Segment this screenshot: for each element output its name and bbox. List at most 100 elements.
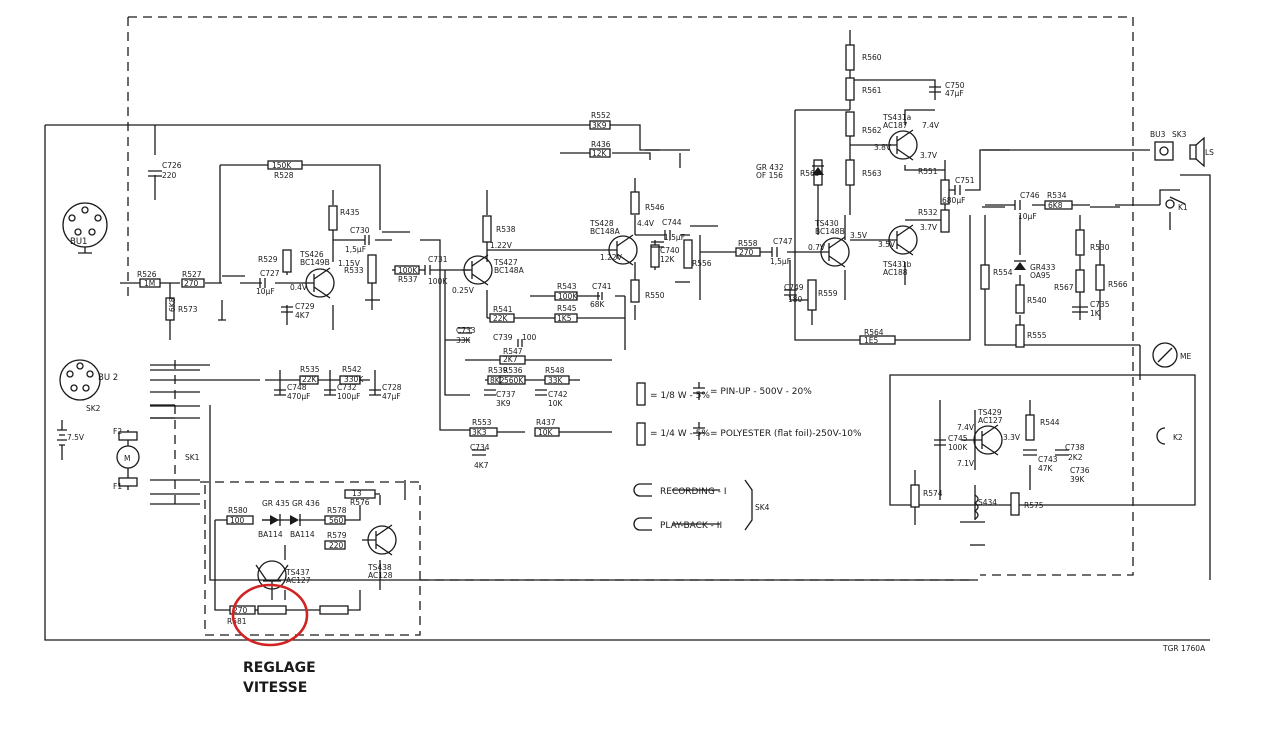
sk4-legend-symbols bbox=[633, 479, 753, 531]
c738-value: 2K2 bbox=[1068, 453, 1083, 462]
c726-label: C726 bbox=[162, 161, 182, 170]
r531-label: R435 bbox=[340, 208, 360, 217]
r549-value: 12K bbox=[592, 149, 608, 158]
r532-label: R542 bbox=[342, 365, 362, 374]
resistor-bodies bbox=[139, 120, 1073, 615]
legend-res-14: = 1/4 W - 5% bbox=[650, 429, 710, 439]
c749-label: C749 bbox=[784, 283, 804, 292]
voltage-ts431a-c: 7.4V bbox=[922, 121, 940, 130]
voltage-ts428-c: 4.4V bbox=[637, 219, 655, 228]
r536-value: 3K3 bbox=[472, 428, 487, 437]
voltage-ts426-b: 0.4V bbox=[290, 283, 308, 292]
gr435-label: GR 435 bbox=[262, 499, 290, 508]
s434-coil bbox=[973, 494, 979, 520]
c734-value: 4K7 bbox=[474, 461, 489, 470]
s434-label: S434 bbox=[978, 498, 997, 507]
annotation-line-2: VITESSE bbox=[243, 680, 307, 696]
c748-label: C748 bbox=[287, 383, 307, 392]
r558-label: R560 bbox=[862, 53, 882, 62]
diode-symbols bbox=[262, 165, 1026, 526]
ts437-symbol bbox=[255, 560, 289, 600]
legend: = 1/8 W - 5% = PIN-UP - 500V - 20% = 1/4… bbox=[650, 387, 862, 531]
legend-recording: RECORDING - I bbox=[660, 487, 726, 497]
k1-switch bbox=[1165, 196, 1186, 230]
c743-label: C743 bbox=[1038, 455, 1058, 464]
ts430-symbol bbox=[815, 236, 850, 268]
r564-label: R551 bbox=[918, 167, 938, 176]
ls-speaker bbox=[1189, 136, 1205, 168]
battery-label: 7.5V bbox=[67, 433, 85, 442]
voltage-ts431b-e: 3.7V bbox=[920, 223, 938, 232]
r436-label: R556 bbox=[692, 259, 712, 268]
c746-value: 10μF bbox=[1018, 212, 1037, 221]
c742-value: 10K bbox=[548, 399, 564, 408]
r579-label: R581 bbox=[227, 617, 247, 626]
motor-symbol bbox=[116, 430, 140, 490]
c745-value: 100K bbox=[948, 443, 968, 452]
drawing-number: TGR 1760A bbox=[1162, 644, 1206, 653]
ts431a-type: AC187 bbox=[883, 121, 908, 130]
r552-value: 270 bbox=[739, 248, 754, 257]
c749-value: 180 bbox=[788, 295, 803, 304]
r554-label: R555 bbox=[1027, 331, 1047, 340]
c739-value: 100 bbox=[522, 333, 537, 342]
ts426-label: TS426 bbox=[299, 250, 324, 259]
r550-label: R552 bbox=[591, 111, 611, 120]
r526-label: R526 bbox=[137, 270, 157, 279]
gr432-label: GR 432 bbox=[756, 163, 784, 172]
ts430-type: BC148B bbox=[815, 227, 845, 236]
annotation-line-1: REGLAGE bbox=[243, 660, 316, 676]
r532-value: 330K bbox=[344, 375, 364, 384]
ts428-label: TS428 bbox=[589, 219, 614, 228]
ts431a-label: TS431a bbox=[882, 113, 911, 122]
c751-value: 680μF bbox=[942, 196, 965, 205]
r539-label: R536 bbox=[503, 366, 523, 375]
r578-value: 100 bbox=[230, 516, 245, 525]
switch-contacts bbox=[218, 149, 1120, 546]
c730-value: 1,5μF bbox=[345, 245, 366, 254]
c740-value: 12K bbox=[660, 255, 676, 264]
r539-value: 560K bbox=[504, 376, 524, 385]
sk3-label: SK3 bbox=[1172, 130, 1187, 139]
ts428-symbol bbox=[605, 234, 638, 266]
gr436-type: BA114 bbox=[290, 530, 315, 539]
dashed-frame bbox=[127, 16, 1134, 636]
ts438-type: AC128 bbox=[368, 571, 393, 580]
f1-label: F1 bbox=[113, 482, 122, 491]
r538-label: R541 bbox=[493, 305, 513, 314]
r551-label: R535 bbox=[300, 365, 320, 374]
bu3-label: BU3 bbox=[1150, 130, 1166, 139]
sk2-label: SK2 bbox=[86, 404, 101, 413]
r575-value: 560 bbox=[329, 516, 344, 525]
r533-label: R537 bbox=[398, 275, 418, 284]
r534-label: R567 bbox=[1054, 283, 1074, 292]
c727-label: C727 bbox=[260, 269, 280, 278]
transistor-symbols bbox=[255, 129, 1003, 600]
c733-label: C733 bbox=[456, 326, 476, 335]
c747-label: C747 bbox=[773, 237, 793, 246]
capacitor-plates bbox=[148, 86, 1088, 456]
legend-cap-polyester: = POLYESTER (flat foil)-250V-10% bbox=[710, 429, 862, 439]
c750-label: C750 bbox=[945, 81, 965, 90]
r541-label: R543 bbox=[557, 282, 577, 291]
ts427-type: BC148A bbox=[494, 266, 525, 275]
r542-label: R547 bbox=[503, 347, 523, 356]
c728-value: 47μF bbox=[382, 392, 401, 401]
r529-label: R529 bbox=[258, 255, 278, 264]
battery-symbol bbox=[57, 420, 67, 460]
c729-label: C729 bbox=[295, 302, 315, 311]
wiring bbox=[44, 30, 1211, 641]
r542-value: 2K7 bbox=[503, 355, 518, 364]
r561-label: R563 bbox=[862, 169, 882, 178]
r533-value: 100K bbox=[398, 266, 418, 275]
r575-label: R578 bbox=[327, 506, 347, 515]
c746-label: C746 bbox=[1020, 191, 1040, 200]
ts426-symbol bbox=[300, 267, 335, 299]
ts437-type: AC127 bbox=[286, 576, 311, 585]
r437-label: R530 bbox=[1090, 243, 1110, 252]
c726-value: 220 bbox=[162, 171, 177, 180]
ts429-label: TS429 bbox=[977, 408, 1002, 417]
r537-label: R538 bbox=[496, 225, 516, 234]
r576-label: R579 bbox=[327, 531, 347, 540]
r546-label: R550 bbox=[645, 291, 665, 300]
